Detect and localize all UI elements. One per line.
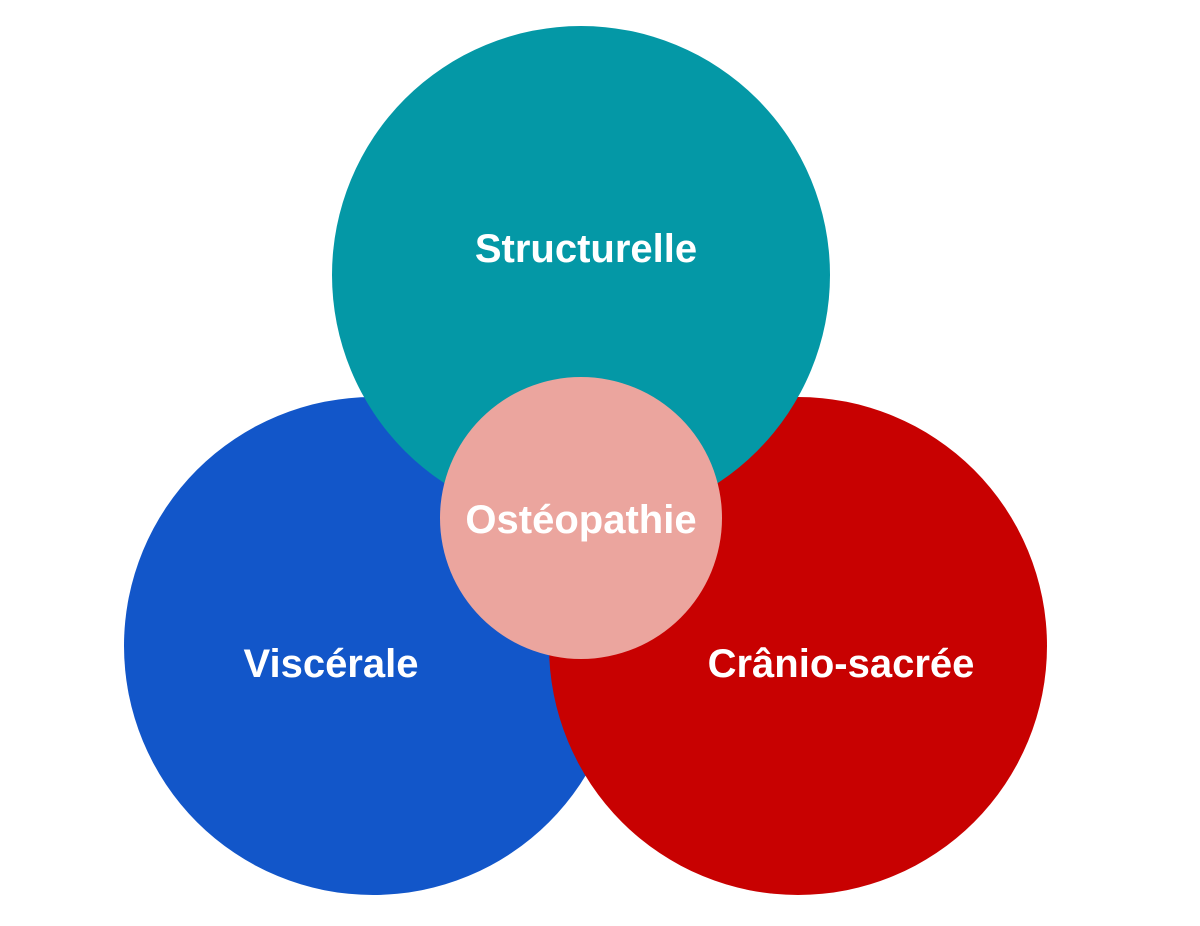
label-cranio-sacree: Crânio-sacrée (708, 642, 975, 686)
circle-structurelle (332, 26, 830, 524)
label-osteopathie: Ostéopathie (465, 498, 696, 542)
label-structurelle: Structurelle (475, 227, 697, 271)
label-viscerale: Viscérale (244, 642, 419, 686)
circle-osteopathie (440, 377, 722, 659)
